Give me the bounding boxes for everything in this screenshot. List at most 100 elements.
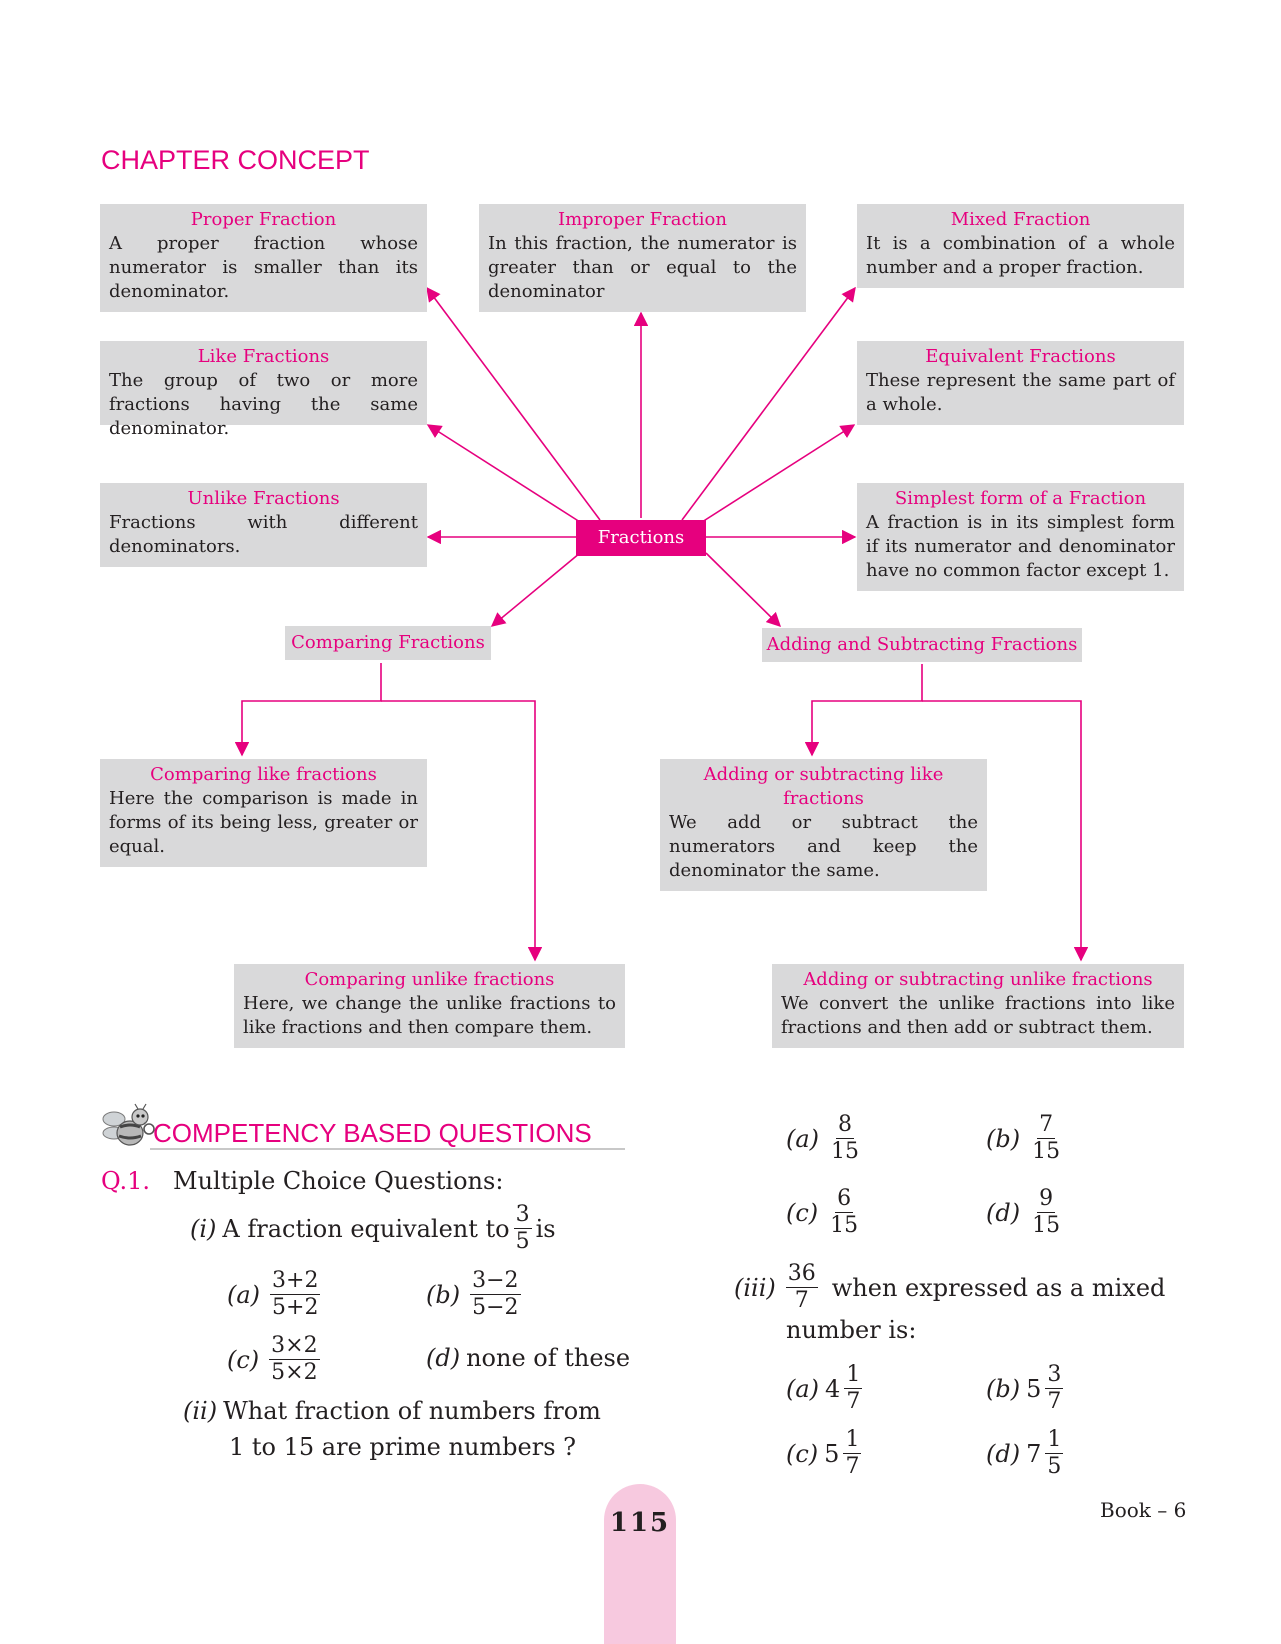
improper-fraction-title: Improper Fraction [558, 209, 727, 230]
option-label: (a) [786, 1124, 820, 1153]
numerator: 8 [836, 1112, 855, 1139]
bee-icon [102, 1103, 155, 1146]
adding-subtracting-node: Adding and Subtracting Fractions [762, 628, 1082, 662]
q1-iii-line2: number is: [786, 1316, 917, 1344]
q1-ii-line2: 1 to 15 are prime numbers ? [229, 1433, 577, 1461]
unlike-fractions-title: Unlike Fractions [187, 488, 340, 509]
q1-ii: (ii) What fraction of numbers from [183, 1396, 601, 1426]
adding-like-box: Adding or subtracting like fractions We … [660, 759, 987, 891]
denominator: 5−2 [472, 1295, 519, 1320]
q1-ii-line1: What fraction of numbers from [223, 1397, 601, 1425]
q1-i-option-d[interactable]: (d) none of these [426, 1343, 630, 1373]
denominator: 7 [794, 1288, 809, 1313]
arrow-adding [705, 552, 782, 628]
denominator: 15 [1032, 1213, 1061, 1238]
adding-unlike-title: Adding or subtracting unlike fractions [803, 969, 1153, 990]
q1-i-label: (i) [190, 1214, 217, 1243]
numerator: 36 [785, 1261, 818, 1288]
connector-comparing [234, 663, 382, 757]
arrow-like [426, 424, 581, 523]
simplest-form-box: Simplest form of a Fraction A fraction i… [857, 483, 1184, 591]
connector-adding [804, 664, 923, 757]
proper-fraction-title: Proper Fraction [190, 209, 337, 230]
denominator: 15 [831, 1139, 860, 1164]
arrow-comparing [490, 552, 581, 627]
adding-unlike-box: Adding or subtracting unlike fractions W… [772, 964, 1184, 1048]
unlike-fractions-box: Unlike Fractions Fractions with differen… [100, 483, 427, 567]
connector-adding-unlike [922, 700, 1089, 962]
q1-text: Multiple Choice Questions: [173, 1167, 504, 1195]
page-number-tab [604, 1484, 676, 1644]
numerator: 3−2 [470, 1268, 521, 1295]
arrow-mixed [681, 286, 856, 521]
option-label: (a) [227, 1280, 261, 1309]
option-label: (c) [227, 1345, 260, 1374]
denominator: 5 [1047, 1454, 1062, 1479]
simplest-form-title: Simplest form of a Fraction [894, 488, 1147, 509]
arrow-proper [426, 286, 601, 521]
option-label: (a) [786, 1374, 820, 1403]
equivalent-fractions-box: Equivalent Fractions These represent the… [857, 341, 1184, 425]
numerator: 3 [513, 1202, 532, 1229]
numerator: 1 [1045, 1427, 1064, 1454]
option-label: (c) [786, 1439, 819, 1468]
comparing-fractions-node: Comparing Fractions [285, 626, 491, 660]
equivalent-fractions-body: These represent the same part of a whole… [866, 370, 1175, 415]
denominator: 15 [830, 1213, 859, 1238]
whole-number: 5 [824, 1439, 840, 1468]
denominator: 5 [515, 1229, 530, 1254]
proper-fraction-box: Proper Fraction A proper fraction whose … [100, 204, 427, 312]
numerator: 1 [843, 1427, 862, 1454]
comparing-unlike-title: Comparing unlike fractions [304, 969, 555, 990]
q1-label: Q.1. [101, 1167, 151, 1195]
comparing-unlike-body: Here, we change the unlike fractions to … [243, 993, 616, 1038]
denominator: 7 [845, 1454, 860, 1479]
like-fractions-title: Like Fractions [197, 346, 330, 367]
denominator: 5+2 [272, 1295, 319, 1320]
numerator: 6 [835, 1186, 854, 1213]
q1-iii-label: (iii) [734, 1273, 776, 1302]
like-fractions-box: Like Fractions The group of two or more … [100, 341, 427, 439]
proper-fraction-body: A proper fraction whose numerator is sma… [109, 233, 418, 302]
fractions-center-node: Fractions [576, 520, 706, 556]
q1-iii-line1: when expressed as a mixed [831, 1273, 1166, 1302]
adding-like-body: We add or subtract the numerators and ke… [669, 812, 978, 881]
mixed-fraction-title: Mixed Fraction [950, 209, 1091, 230]
whole-number: 5 [1026, 1374, 1042, 1403]
competency-underline [150, 1148, 625, 1150]
q1-ii-label: (ii) [183, 1397, 218, 1425]
q1-i-suffix: is [535, 1214, 556, 1243]
unlike-fractions-body: Fractions with different denominators. [109, 512, 418, 557]
whole-number: 7 [1026, 1439, 1042, 1468]
improper-fraction-box: Improper Fraction In this fraction, the … [479, 204, 806, 312]
connector-comparing-unlike [381, 700, 543, 962]
numerator: 1 [844, 1362, 863, 1389]
arrow-equivalent [701, 424, 856, 523]
option-label: (d) [986, 1439, 1021, 1468]
denominator: 7 [1047, 1389, 1062, 1414]
whole-number: 4 [825, 1374, 841, 1403]
option-text: none of these [466, 1344, 631, 1372]
